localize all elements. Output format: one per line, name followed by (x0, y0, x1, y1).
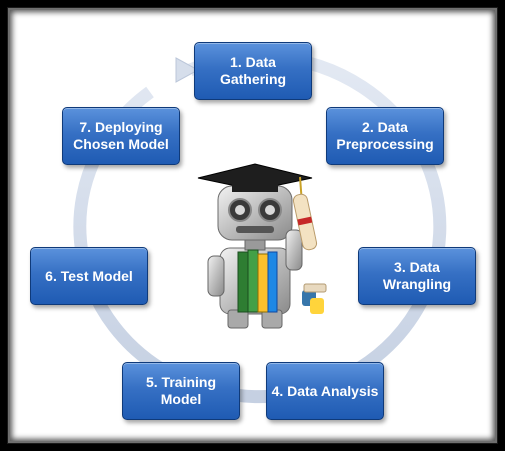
step-1-label: 1. Data Gathering (219, 54, 287, 87)
python-logo-icon (302, 283, 327, 314)
step-6-test-model[interactable]: 6. Test Model (30, 247, 148, 305)
step-2-label: 2. Data Preprocessing (336, 119, 434, 152)
step-2-data-preprocessing[interactable]: 2. Data Preprocessing (326, 107, 444, 165)
step-5-label: 5. Training Model (145, 374, 216, 407)
step-7-label: 7. Deploying Chosen Model (73, 119, 169, 152)
step-4-label: 4. Data Analysis (271, 382, 379, 399)
step-5-training-model[interactable]: 5. Training Model (122, 362, 240, 420)
step-3-label: 3. Data Wrangling (382, 259, 452, 292)
step-1-data-gathering[interactable]: 1. Data Gathering (194, 42, 312, 100)
step-3-data-wrangling[interactable]: 3. Data Wrangling (358, 247, 476, 305)
robot-graduate-icon (197, 163, 327, 329)
step-7-deploying-chosen-model[interactable]: 7. Deploying Chosen Model (62, 107, 180, 165)
cycle-arrow-icon (175, 57, 200, 83)
step-4-data-analysis[interactable]: 4. Data Analysis (266, 362, 384, 420)
step-6-label: 6. Test Model (45, 267, 133, 284)
